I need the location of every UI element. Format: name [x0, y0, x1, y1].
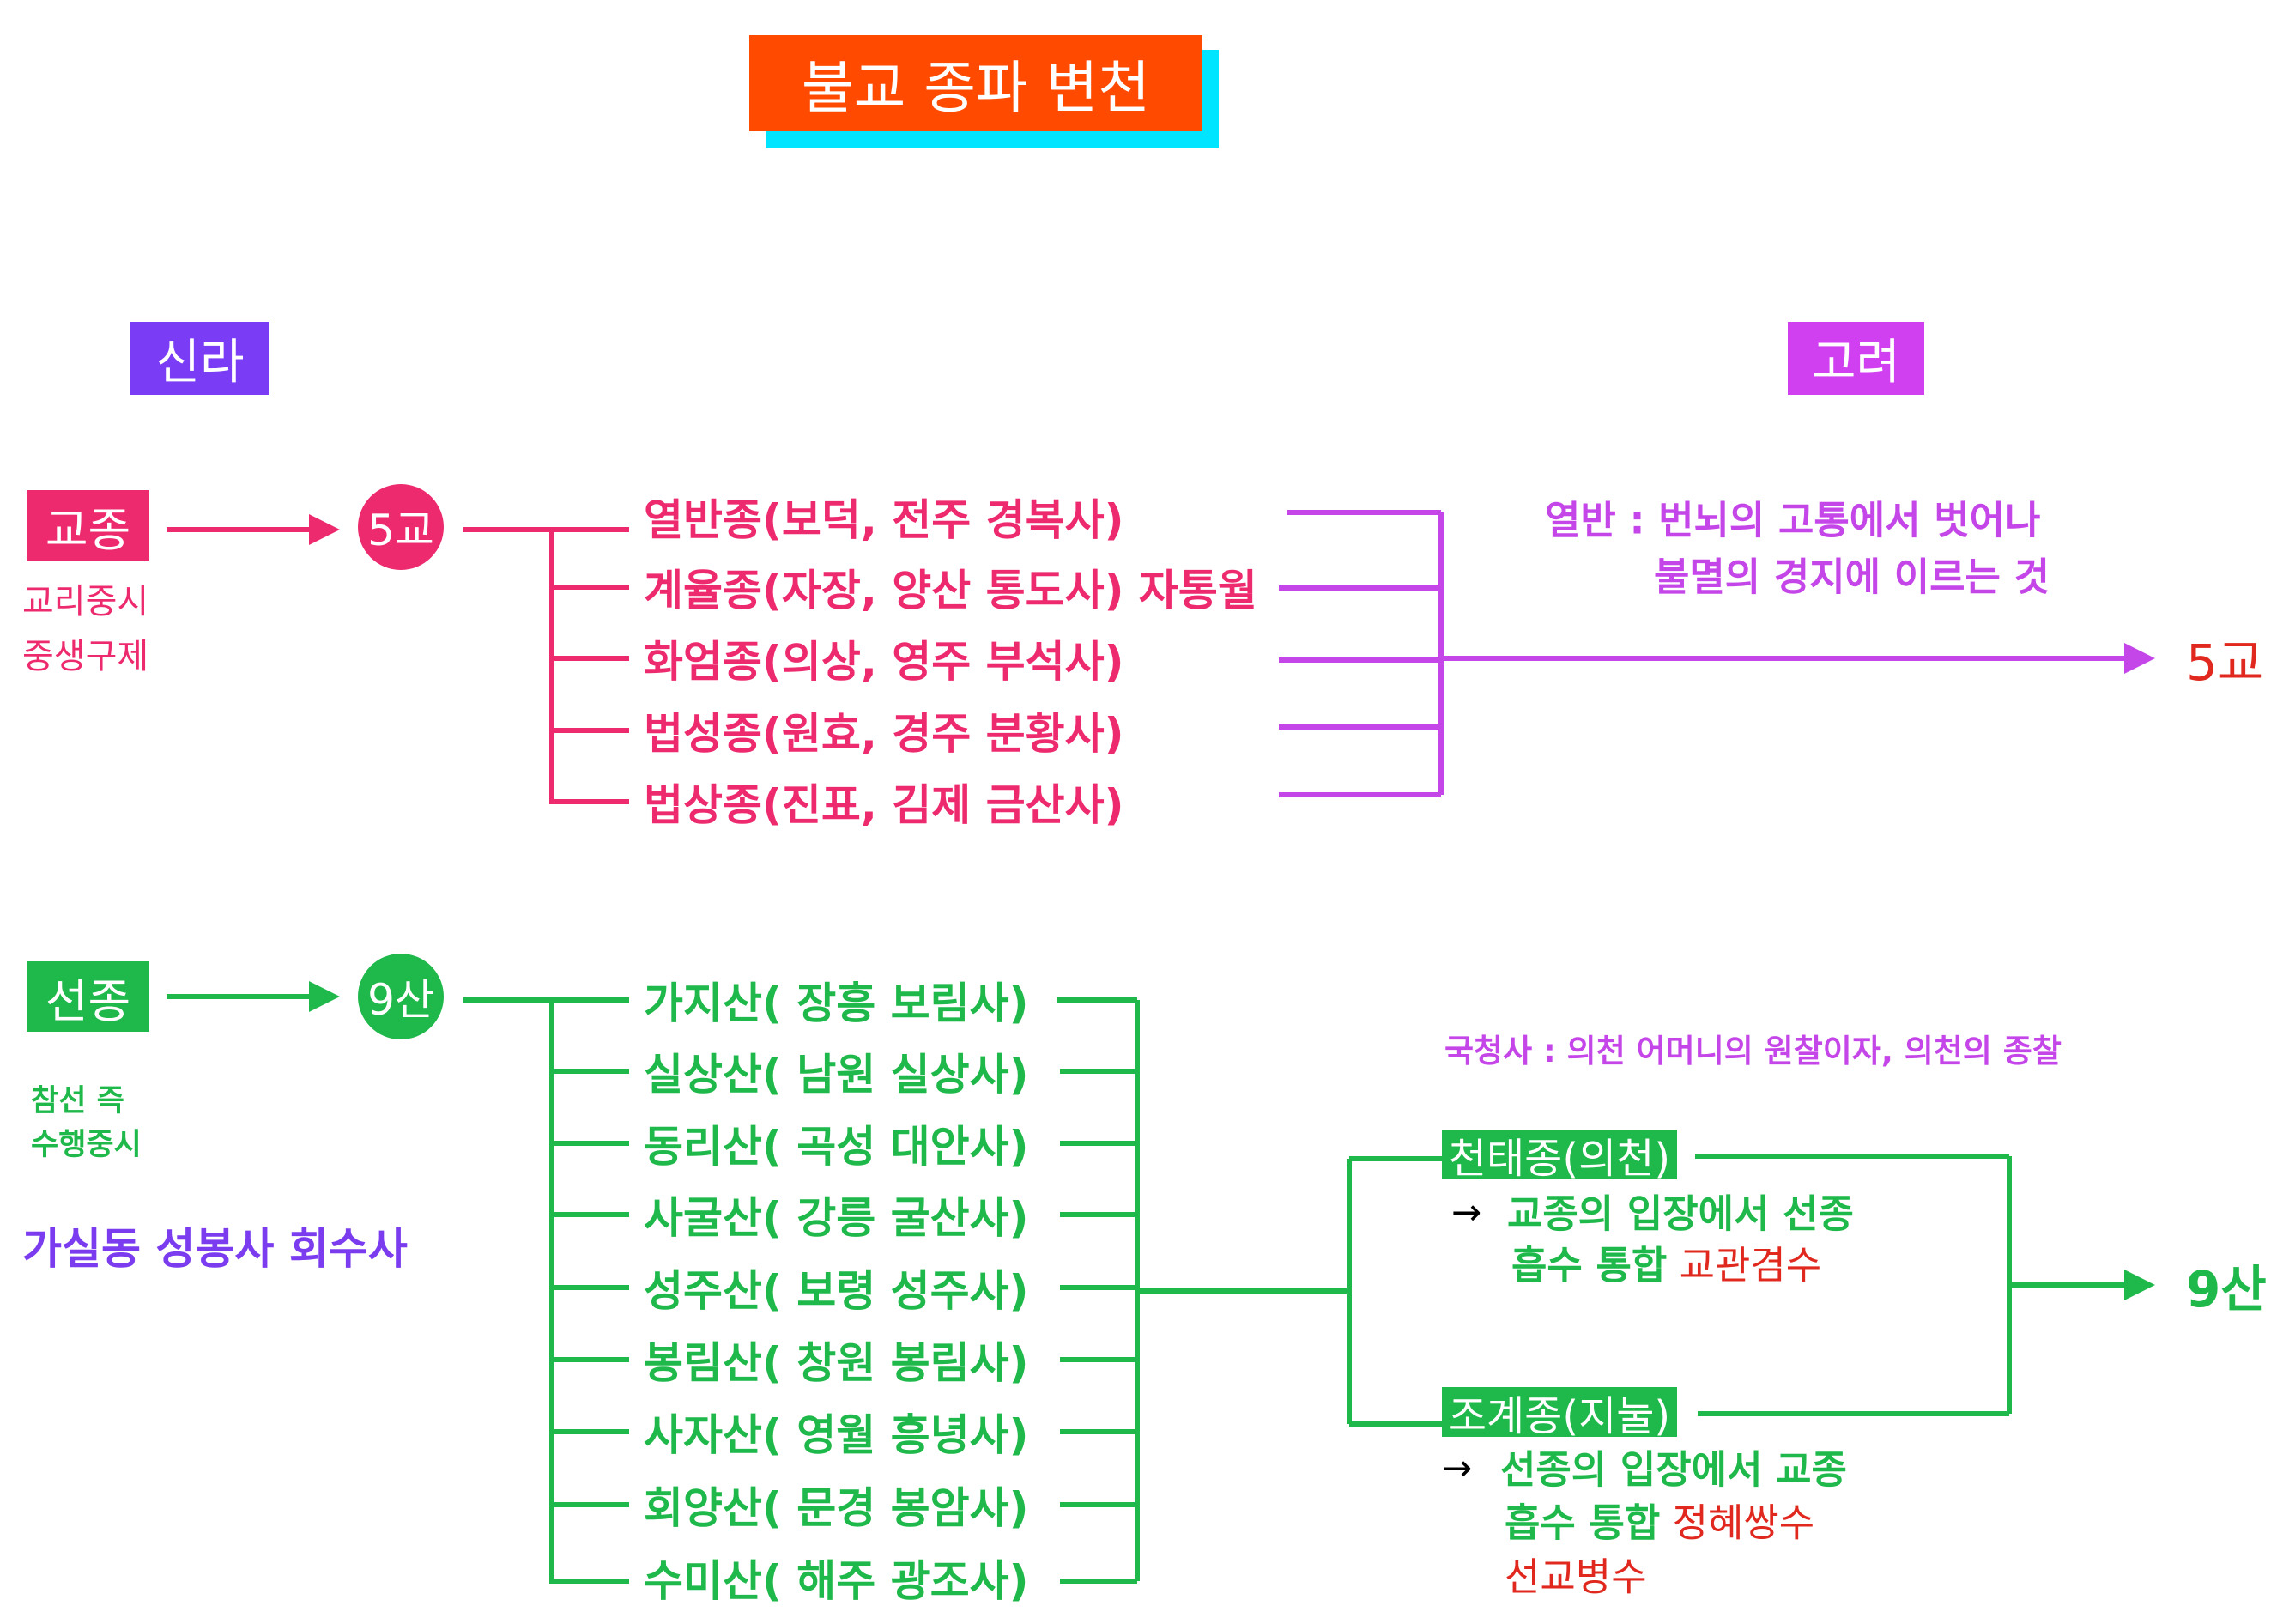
- gyo-label: 교종: [27, 490, 149, 561]
- era-goryeo: 고려: [1788, 322, 1924, 395]
- seon-item: 성주산( 보령 성주사): [644, 1266, 1029, 1316]
- jogye-line-2: 흡수 통합 정혜쌍수: [1505, 1492, 1814, 1548]
- page-title: 불교 종파 변천: [749, 35, 1202, 131]
- jogye-line-1: 선종의 입장에서 교종: [1500, 1446, 1847, 1493]
- seon-item: 동리산( 곡성 대안사): [644, 1122, 1029, 1172]
- gyo-item: 열반종(보덕, 전주 경복사): [644, 495, 1124, 545]
- seon-extra-note: 가실동 성봉사 회수사: [22, 1224, 408, 1274]
- gyo-desc-2: 중생구제: [22, 637, 149, 676]
- nirvana-note-2: 불멸의 경지에 이르는 것: [1654, 554, 2050, 600]
- seon-label: 선종: [27, 961, 149, 1032]
- seon-desc-1: 참선 즉: [31, 1084, 124, 1118]
- seon-item: 가지산( 장흥 보림사): [644, 979, 1029, 1028]
- seon-desc-2: 수행중시: [31, 1128, 142, 1162]
- seon-result: 9산: [2186, 1260, 2267, 1318]
- seon-item: 실상산( 남원 실상사): [644, 1050, 1029, 1100]
- seon-item: 사자산( 영월 흥녕사): [644, 1410, 1029, 1460]
- gyo-item: 화엄종(의상, 영주 부석사): [644, 637, 1124, 687]
- gukcheongsa-note: 국청사 : 의천 어머니의 원찰이자, 의천의 종찰: [1444, 1033, 2062, 1070]
- era-silla: 신라: [130, 322, 269, 395]
- gyo-item: 법성종(원효, 경주 분황사): [644, 709, 1124, 759]
- jogye-line-3: 선교병수: [1505, 1554, 1647, 1600]
- cheontae-doctrine: 교관겸수: [1679, 1242, 1822, 1288]
- cheontae-absorb: 흡수 통합: [1511, 1242, 1668, 1288]
- cheontae-label: 천태종(의천): [1442, 1130, 1677, 1183]
- seon-item: 사굴산( 강릉 굴산사): [644, 1193, 1029, 1243]
- nirvana-note-1: 열반 : 번뇌의 고통에서 벗어나: [1545, 497, 2041, 543]
- gyo-item: 계율종(자장, 양산 통도사) 자통월: [644, 566, 1257, 615]
- gyo-result: 5교: [2186, 633, 2264, 692]
- jogye-label: 조계종(지눌): [1442, 1387, 1677, 1440]
- seon-item: 봉림산( 창원 봉림사): [644, 1338, 1029, 1388]
- cheontae-line-2: 흡수 통합 교관겸수: [1511, 1234, 1821, 1290]
- gyo-desc-1: 교리중시: [22, 582, 149, 621]
- jogye-arrow: →: [1442, 1446, 1473, 1489]
- seon-item: 회양산( 문경 봉암사): [644, 1483, 1029, 1533]
- seon-node-9san: 9산: [358, 954, 444, 1039]
- seon-item: 수미산( 해주 광조사): [644, 1556, 1029, 1606]
- gyo-item: 법상종(진표, 김제 금산사): [644, 780, 1124, 830]
- jogye-doctrine: 정혜쌍수: [1672, 1500, 1815, 1546]
- jogye-absorb: 흡수 통합: [1505, 1500, 1661, 1546]
- cheontae-line-1: 교종의 입장에서 선종: [1507, 1191, 1854, 1237]
- gyo-node-5gyo: 5교: [358, 484, 444, 570]
- cheontae-arrow: →: [1451, 1191, 1482, 1233]
